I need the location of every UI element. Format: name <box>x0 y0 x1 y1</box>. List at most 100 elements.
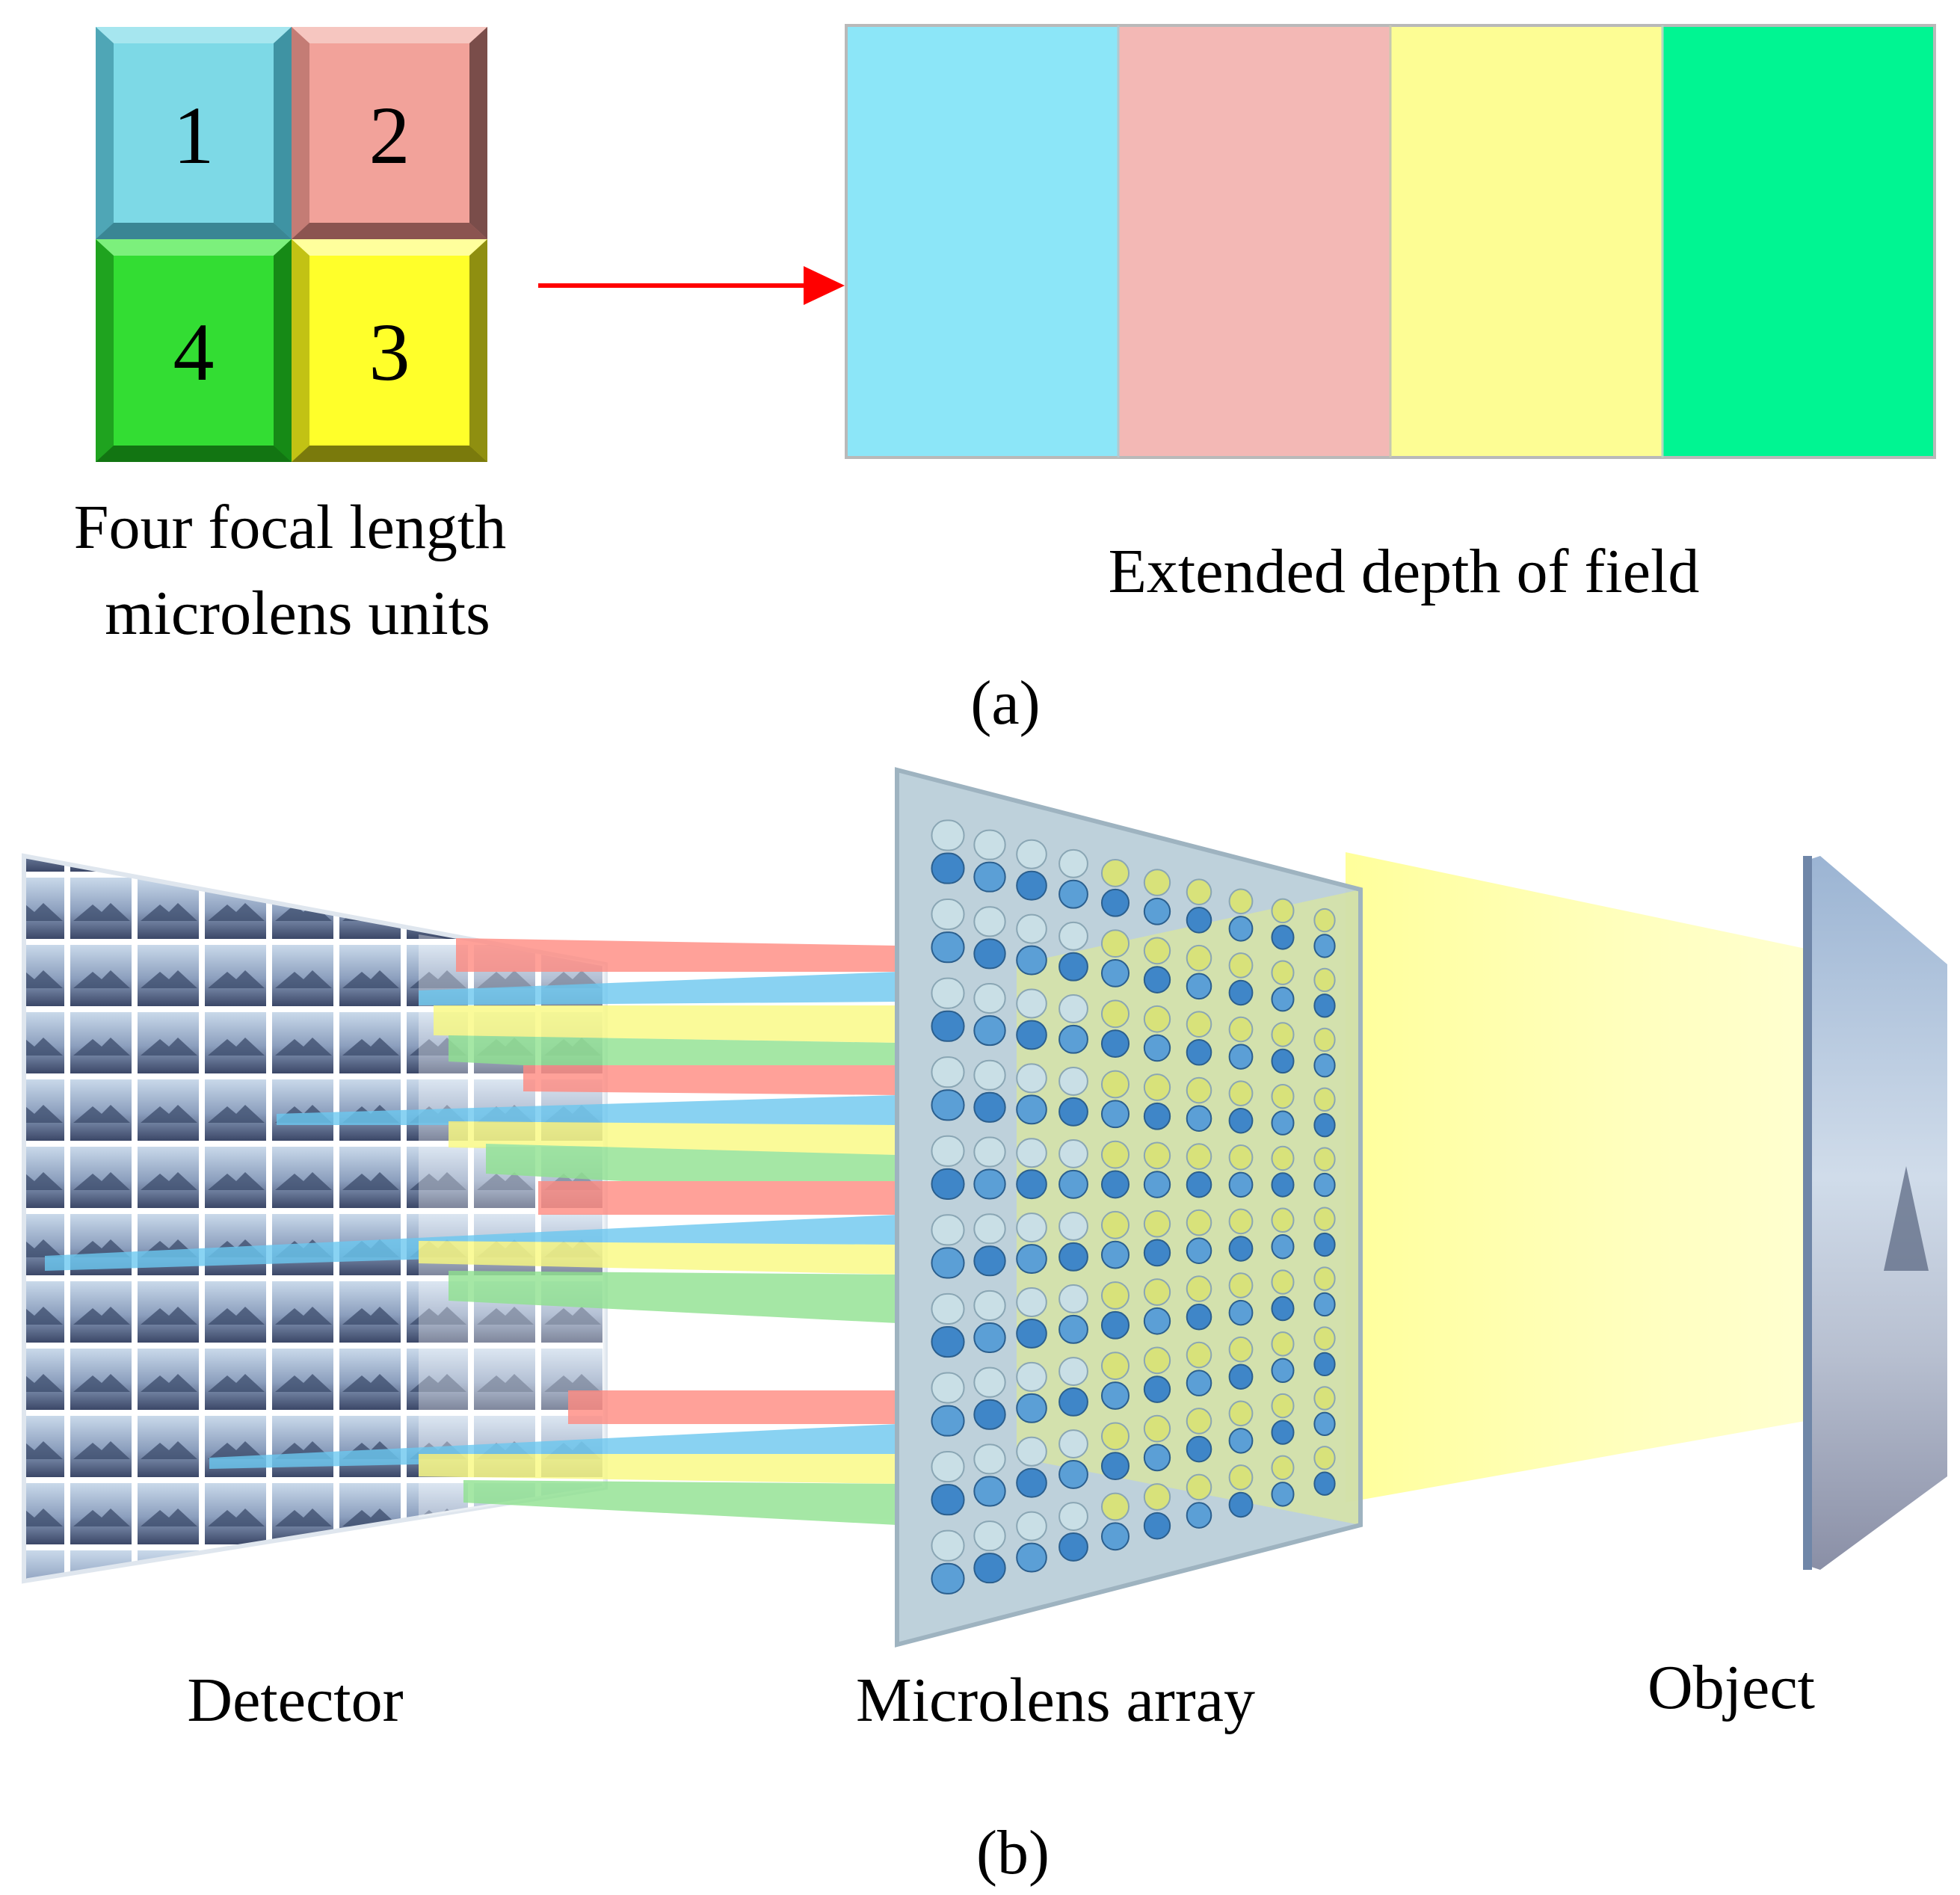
microlens <box>931 1247 965 1279</box>
microlens <box>1016 1436 1047 1467</box>
microlens <box>1186 973 1212 1000</box>
microlens <box>1186 878 1212 905</box>
microlens <box>1313 1027 1336 1053</box>
microlens <box>1313 1386 1336 1411</box>
microlens-array-label: Microlens array <box>856 1666 1255 1735</box>
microlens <box>1100 1140 1130 1169</box>
microlens <box>1228 1491 1254 1518</box>
object-screen <box>1803 856 1947 1570</box>
microlens <box>1058 1024 1088 1054</box>
microlens <box>1016 1138 1047 1168</box>
microlens <box>1313 1292 1336 1317</box>
microlens <box>1016 1020 1047 1050</box>
units-label-line1: Four focal length <box>74 493 507 562</box>
microlens <box>1186 1369 1212 1396</box>
microlens <box>973 829 1006 860</box>
microlens <box>1100 999 1130 1029</box>
microlens <box>973 861 1006 893</box>
microlens <box>931 931 965 964</box>
microlens <box>1228 1400 1254 1427</box>
microlens <box>1100 1210 1130 1239</box>
microlens <box>1016 945 1047 976</box>
microlens <box>1271 1172 1295 1198</box>
microlens <box>931 1529 965 1562</box>
microlens <box>1271 986 1295 1012</box>
caption-a: (a) <box>970 668 1040 738</box>
microlens <box>1100 1281 1130 1310</box>
microlens-units-grid: 1 2 4 3 <box>96 27 487 462</box>
microlens <box>931 1405 965 1437</box>
microlens <box>931 1562 965 1594</box>
microlens <box>931 1168 965 1200</box>
microlens <box>1100 1100 1130 1129</box>
microlens <box>1058 993 1088 1023</box>
microlens <box>1313 1112 1336 1138</box>
microlens <box>1016 1361 1047 1392</box>
microlens <box>1143 1102 1171 1130</box>
microlens <box>1228 1208 1254 1235</box>
microlens <box>973 938 1006 970</box>
microlens <box>1058 1242 1088 1272</box>
microlens <box>1186 944 1212 972</box>
microlens <box>1058 952 1088 982</box>
microlens <box>1313 1147 1336 1171</box>
microlens <box>1186 906 1212 934</box>
microlens <box>1143 1005 1171 1033</box>
microlens <box>1228 888 1254 915</box>
microlens <box>1186 1502 1212 1529</box>
microlens <box>1016 839 1047 869</box>
microlens <box>1143 1073 1171 1101</box>
microlens <box>1271 1145 1295 1171</box>
microlens <box>1016 1542 1047 1573</box>
microlens <box>931 1325 965 1358</box>
microlens <box>1143 1414 1171 1443</box>
microlens <box>931 852 965 884</box>
microlens <box>931 1372 965 1404</box>
microlens <box>1143 1239 1171 1267</box>
microlens <box>1143 1483 1171 1511</box>
microlens <box>973 1136 1006 1168</box>
depth-band-4 <box>1662 25 1935 457</box>
microlens <box>1313 908 1336 933</box>
microlens <box>1143 1141 1171 1170</box>
microlens <box>931 1484 965 1516</box>
microlens <box>1058 1212 1088 1241</box>
microlens <box>1313 1087 1336 1112</box>
microlens <box>1143 897 1171 925</box>
microlens <box>1186 1408 1212 1435</box>
microlens <box>1271 898 1295 924</box>
microlens <box>1016 1213 1047 1243</box>
microlens <box>1016 1169 1047 1200</box>
microlens <box>1143 1375 1171 1403</box>
microlens-array <box>895 767 1363 1648</box>
microlens <box>1228 1044 1254 1070</box>
microlens <box>1186 1473 1212 1501</box>
microlens <box>973 1168 1006 1200</box>
transform-arrow <box>538 266 845 305</box>
microlens <box>1100 1029 1130 1058</box>
microlens <box>1228 1272 1254 1298</box>
microlens <box>1016 1467 1047 1498</box>
microlens <box>1058 1459 1088 1489</box>
microlens <box>1016 1318 1047 1349</box>
microlens <box>1271 1207 1295 1233</box>
microlens <box>1228 1016 1254 1043</box>
microlens <box>973 1245 1006 1277</box>
microlens <box>1186 1303 1212 1331</box>
microlens <box>1313 1172 1336 1198</box>
extended-depth-bands <box>845 24 1936 459</box>
microlens <box>1271 1269 1295 1295</box>
microlens <box>973 1366 1006 1398</box>
microlens <box>973 1553 1006 1584</box>
microlens <box>1186 1209 1212 1236</box>
microlens <box>931 1451 965 1483</box>
microlens <box>973 1091 1006 1123</box>
microlens <box>1271 1234 1295 1260</box>
microlens <box>1228 1336 1254 1363</box>
microlens <box>1100 1352 1130 1381</box>
microlens <box>1058 1502 1088 1531</box>
microlens <box>1058 1169 1088 1199</box>
microlens <box>1058 921 1088 951</box>
microlens <box>1143 1278 1171 1306</box>
microlens <box>1186 1076 1212 1104</box>
